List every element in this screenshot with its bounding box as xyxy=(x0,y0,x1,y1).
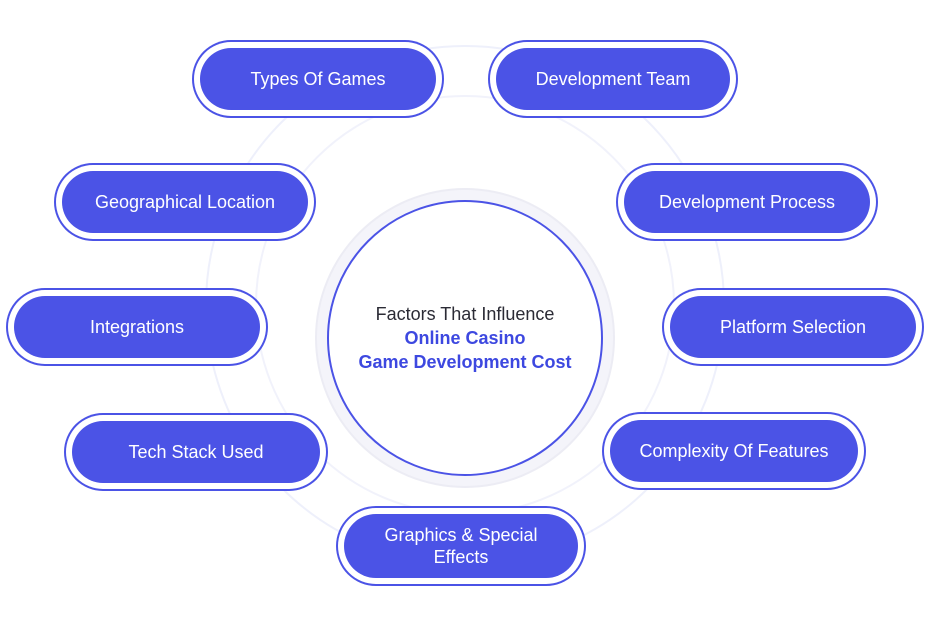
factor-tech-stack-used: Tech Stack Used xyxy=(72,421,320,483)
factor-geographical-location: Geographical Location xyxy=(62,171,308,233)
factor-label: Complexity Of Features xyxy=(639,441,829,461)
factor-label: Development Process xyxy=(658,192,836,212)
factor-types-of-games: Types Of Games xyxy=(200,48,436,110)
center-title-line2: Online Casino xyxy=(404,328,526,348)
factor-label: Tech Stack Used xyxy=(128,442,264,462)
center-title-line3: Game Development Cost xyxy=(358,352,572,372)
factor-complexity-of-features: Complexity Of Features xyxy=(610,420,858,482)
factor-label-line2: Effects xyxy=(433,547,489,567)
factor-development-process: Development Process xyxy=(624,171,870,233)
factor-platform-selection: Platform Selection xyxy=(670,296,916,358)
factor-label: Development Team xyxy=(535,69,691,89)
factor-label: Geographical Location xyxy=(94,192,276,212)
factor-label: Types Of Games xyxy=(250,69,386,89)
center-circle: Factors That Influence Online Casino Gam… xyxy=(327,200,603,476)
factor-development-team: Development Team xyxy=(496,48,730,110)
factor-integrations: Integrations xyxy=(14,296,260,358)
center-title-line1: Factors That Influence xyxy=(375,304,555,324)
factor-graphics-special-effects: Graphics & Special Effects xyxy=(344,514,578,578)
factor-label: Platform Selection xyxy=(719,317,867,337)
factor-label: Integrations xyxy=(89,317,185,337)
factor-label-line1: Graphics & Special xyxy=(384,525,538,545)
